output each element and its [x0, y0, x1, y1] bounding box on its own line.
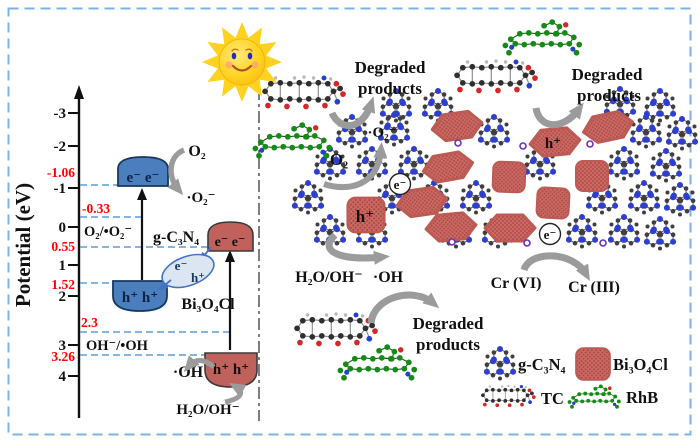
degraded-line1: Degraded [413, 314, 484, 333]
water-label-right: H₂O/OH⁻ [295, 269, 362, 286]
superoxide-label-right: ·O₂⁻ [367, 125, 396, 141]
tick-label: -1 [54, 181, 67, 197]
o2-reduction-arrow [323, 142, 388, 190]
gcn-vb-holes: h⁺ h⁺ [122, 290, 158, 306]
bi3o4cl-particle [483, 213, 537, 243]
gcn-cb-electrons: e⁻ e⁻ [127, 170, 160, 186]
recomb-electron: e⁻ [175, 258, 188, 273]
electron-label: e⁻ [544, 227, 557, 242]
o2-couple-label: O₂/•O₂⁻ [84, 224, 132, 240]
degradation-arrow-top-left [328, 96, 376, 130]
degraded-line1: Degraded [355, 58, 426, 77]
z-scheme-arrow-vb [157, 279, 172, 291]
cr3-label: Cr (III) [568, 279, 620, 296]
potential-value-labels: -1.06 -0.33 0.55 1.52 2.3 3.26 [47, 165, 110, 364]
degraded-line1: Degraded [572, 65, 643, 84]
legend-rhb-label: RhB [626, 388, 658, 407]
o2-reduction-arrow-left [167, 147, 186, 196]
band-diagram-panel: Potential (eV) -3 -2 -1 0 1 2 3 4 [11, 85, 258, 418]
bridge-o-icon [599, 239, 607, 247]
tick-label: -2 [54, 139, 67, 155]
tick-label: 4 [59, 369, 67, 385]
bridge-o-icon [519, 142, 527, 150]
axis-tick-labels: -3 -2 -1 0 1 2 3 4 [54, 106, 67, 385]
tick-label: -3 [54, 106, 67, 122]
value-oh-couple: 2.3 [81, 315, 98, 330]
oh-couple-label: OH⁻/•OH [86, 338, 149, 354]
gcn-conduction-band [117, 156, 169, 187]
legend-tc-label: TC [541, 389, 564, 408]
legend-bio-icon [575, 347, 611, 381]
legend-bio-label: Bi₃O₄Cl [613, 355, 668, 374]
sun-icon [202, 22, 282, 102]
axis-ticks [68, 112, 79, 377]
degraded-line2: products [416, 335, 480, 354]
value-bio-cb: 0.55 [51, 239, 75, 254]
bi3o4cl-particle [535, 186, 571, 220]
electron-label: e⁻ [394, 177, 407, 192]
bridge-o-icon [454, 139, 462, 147]
legend: g-C₃N₄ Bi₃O₄Cl TC RhB [480, 346, 668, 410]
tick-label: 3 [59, 338, 67, 354]
hole-label: h⁺ [545, 136, 561, 152]
o2-label-right: O₂ [330, 150, 348, 169]
cr-reduction-arrow [520, 252, 590, 281]
legend-gcn-label: g-C₃N₄ [518, 355, 566, 374]
oh-generation-arrow-left [183, 355, 216, 373]
bi3o4cl-particle [491, 160, 527, 194]
degradation-arrow-top-right [532, 102, 584, 129]
degraded-line2: products [358, 79, 422, 98]
degradation-arrow-bottom [367, 291, 440, 324]
value-gcn-cb: -1.06 [47, 165, 75, 180]
tick-label: 0 [59, 220, 67, 236]
bio-cb-electrons: e⁻ e⁻ [215, 235, 246, 250]
bridge-o-icon [586, 140, 594, 148]
bi3o4cl-particle [575, 160, 609, 192]
water-oxidation-arrow [325, 232, 390, 265]
water-oxidation-arrow-left [224, 383, 247, 405]
bridge-o-icon [448, 238, 456, 246]
hole-label: h⁺ [356, 207, 374, 226]
mechanism-panel: e⁻ e⁻ h⁺ h⁺ O₂ ·O₂⁻ H₂O/OH⁻ ·OH Cr (VI) … [251, 18, 699, 410]
water-label-left: H₂O/OH⁻ [176, 402, 239, 418]
recomb-hole: h⁺ [191, 270, 205, 285]
superoxide-label-left: ·O₂⁻ [186, 190, 215, 206]
axis-arrowhead-icon [74, 85, 84, 99]
cr6-label: Cr (VI) [491, 275, 542, 292]
degraded-products-top-right: Degraded products [572, 65, 643, 105]
electron-circle [388, 172, 412, 196]
bio-conduction-band [207, 221, 254, 252]
recombination-center [161, 253, 215, 289]
tick-label: 1 [59, 258, 67, 274]
gcn-valence-band [112, 280, 168, 312]
hydroxyl-label-right: ·OH [373, 269, 404, 286]
bio-material-label: Bi₃O₄Cl [181, 296, 235, 313]
o2-label-left: O₂ [188, 143, 205, 160]
bio-vb-holes: h⁺ h⁺ [213, 362, 249, 378]
gcn-material-label: g-C₃N₄ [153, 229, 199, 246]
hydroxyl-label-left: ·OH [173, 364, 204, 381]
degraded-products-top-left: Degraded products [355, 58, 426, 98]
degraded-line2: products [577, 86, 641, 105]
level-dashed-lines [80, 184, 229, 356]
value-bio-vb: 3.26 [51, 349, 75, 364]
bridge-o-icon [523, 239, 531, 247]
value-gcn-vb: 1.52 [51, 277, 75, 292]
electron-circle [538, 222, 562, 246]
potential-axis-label: Potential (eV) [11, 183, 35, 307]
degraded-products-bottom: Degraded products [413, 314, 484, 354]
value-o2-couple: -0.33 [82, 201, 110, 216]
tick-label: 2 [59, 289, 67, 305]
